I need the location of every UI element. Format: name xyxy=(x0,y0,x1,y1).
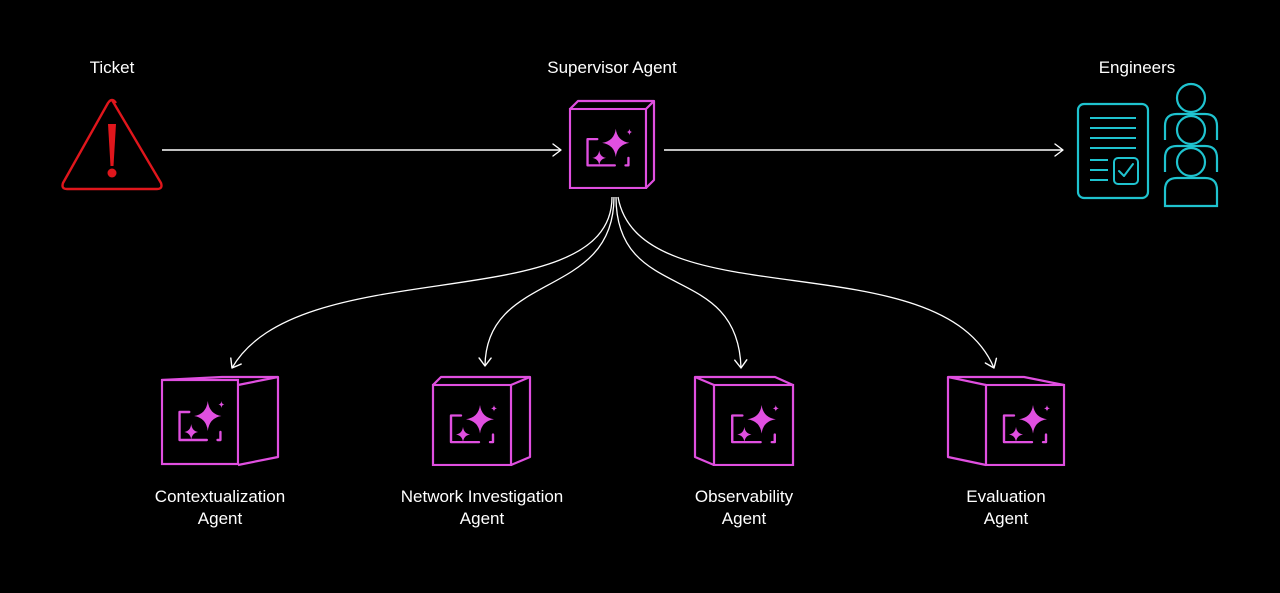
network-investigation-agent-label-line2: Agent xyxy=(459,509,505,528)
observability-agent-cube-icon xyxy=(693,375,795,467)
contextualization-agent-label-line1: Contextualization xyxy=(154,487,286,506)
observability-agent-label: Observability Agent xyxy=(695,486,793,530)
warning-triangle-icon xyxy=(61,98,163,191)
edge-supervisor-to-contextualization xyxy=(230,196,613,369)
edge-supervisor-to-evaluation xyxy=(617,196,998,369)
contextualization-agent-label-line2: Agent xyxy=(197,509,243,528)
supervisor-agent-label: Supervisor Agent xyxy=(547,58,677,77)
network-investigation-agent-label-line1: Network Investigation xyxy=(400,487,564,506)
observability-agent-label-line1: Observability xyxy=(694,487,794,506)
edge-supervisor-to-observability xyxy=(615,196,748,369)
evaluation-agent-label-line2: Agent xyxy=(983,509,1029,528)
edge-supervisor-to-network-investigation xyxy=(478,196,615,367)
network-investigation-agent-cube-icon xyxy=(431,375,532,467)
evaluation-agent-label-line1: Evaluation xyxy=(966,487,1046,506)
observability-agent-label-line2: Agent xyxy=(721,509,767,528)
contextualization-agent-cube-icon xyxy=(160,375,280,467)
engineers-label: Engineers xyxy=(1098,58,1176,77)
evaluation-agent-label: Evaluation Agent xyxy=(966,486,1045,530)
evaluation-agent-cube-icon xyxy=(946,375,1066,467)
network-investigation-agent-label: Network Investigation Agent xyxy=(401,486,564,530)
engineers-document-users-icon xyxy=(1076,82,1219,208)
supervisor-agent-cube-icon xyxy=(568,99,656,190)
ticket-label: Ticket xyxy=(89,58,135,77)
contextualization-agent-label: Contextualization Agent xyxy=(155,486,285,530)
